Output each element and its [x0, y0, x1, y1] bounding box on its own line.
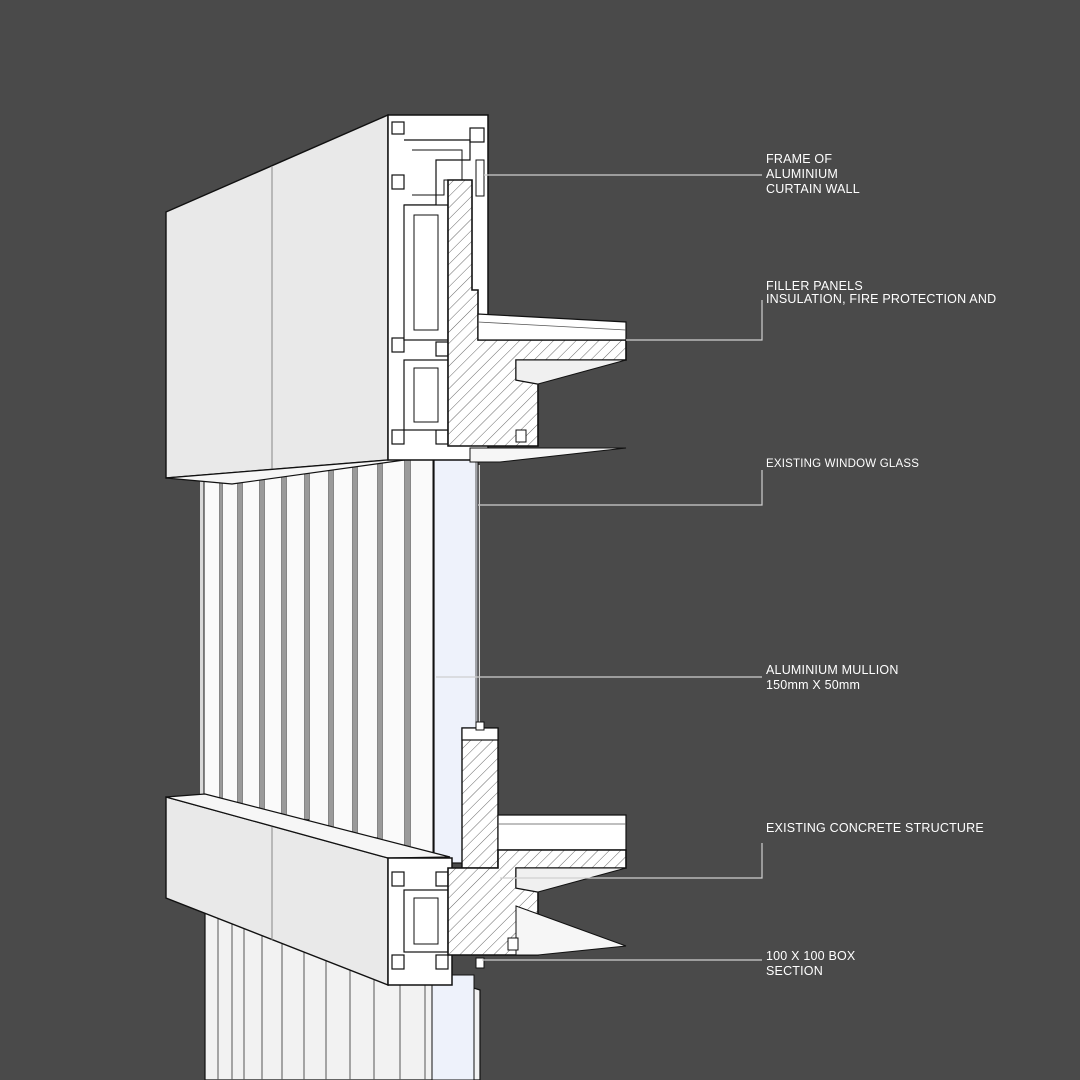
- leader-filler: [626, 300, 763, 341]
- annotation-mullion-line-2: 150mm X 50mm: [766, 678, 861, 692]
- annotation-mullion-line-1: ALUMINIUM MULLION: [766, 663, 899, 677]
- annotation-mullion: ALUMINIUM MULLION 150mm X 50mm: [766, 663, 899, 693]
- lower-window-head: [461, 721, 499, 869]
- annotation-box-line-2: SECTION: [766, 964, 823, 978]
- annotation-filler-line-2: INSULATION, FIRE PROTECTION AND: [766, 292, 997, 306]
- annotation-filler-line-1: FILLER PANELS: [766, 279, 863, 293]
- leader-glass: [478, 470, 763, 506]
- leader-concrete: [500, 843, 763, 879]
- annotation-concrete: EXISTING CONCRETE STRUCTURE: [766, 821, 984, 836]
- annotation-frame: FRAME OF ALUMINIUM CURTAIN WALL: [766, 152, 860, 197]
- annotation-glass-line-1: EXISTING WINDOW GLASS: [766, 458, 920, 470]
- annotation-filler: FILLER PANELS INSULATION, FIRE PROTECTIO…: [766, 279, 996, 307]
- annotation-glass: EXISTING WINDOW GLASS: [766, 457, 919, 472]
- annotation-frame-line-1: FRAME OF: [766, 152, 833, 166]
- annotation-frame-line-3: CURTAIN WALL: [766, 182, 860, 196]
- aluminium-mullions: [200, 457, 480, 856]
- annotation-box-line-1: 100 X 100 BOX: [766, 949, 856, 963]
- annotation-concrete-line-1: EXISTING CONCRETE STRUCTURE: [766, 821, 984, 835]
- annotation-box: 100 X 100 BOX SECTION: [766, 949, 855, 979]
- lower-concrete-slab: [447, 814, 627, 969]
- leader-lines: [436, 174, 763, 961]
- lower-frame-section: [387, 857, 453, 986]
- annotation-frame-line-2: ALUMINIUM: [766, 167, 838, 181]
- upper-concrete-slab: [447, 179, 627, 463]
